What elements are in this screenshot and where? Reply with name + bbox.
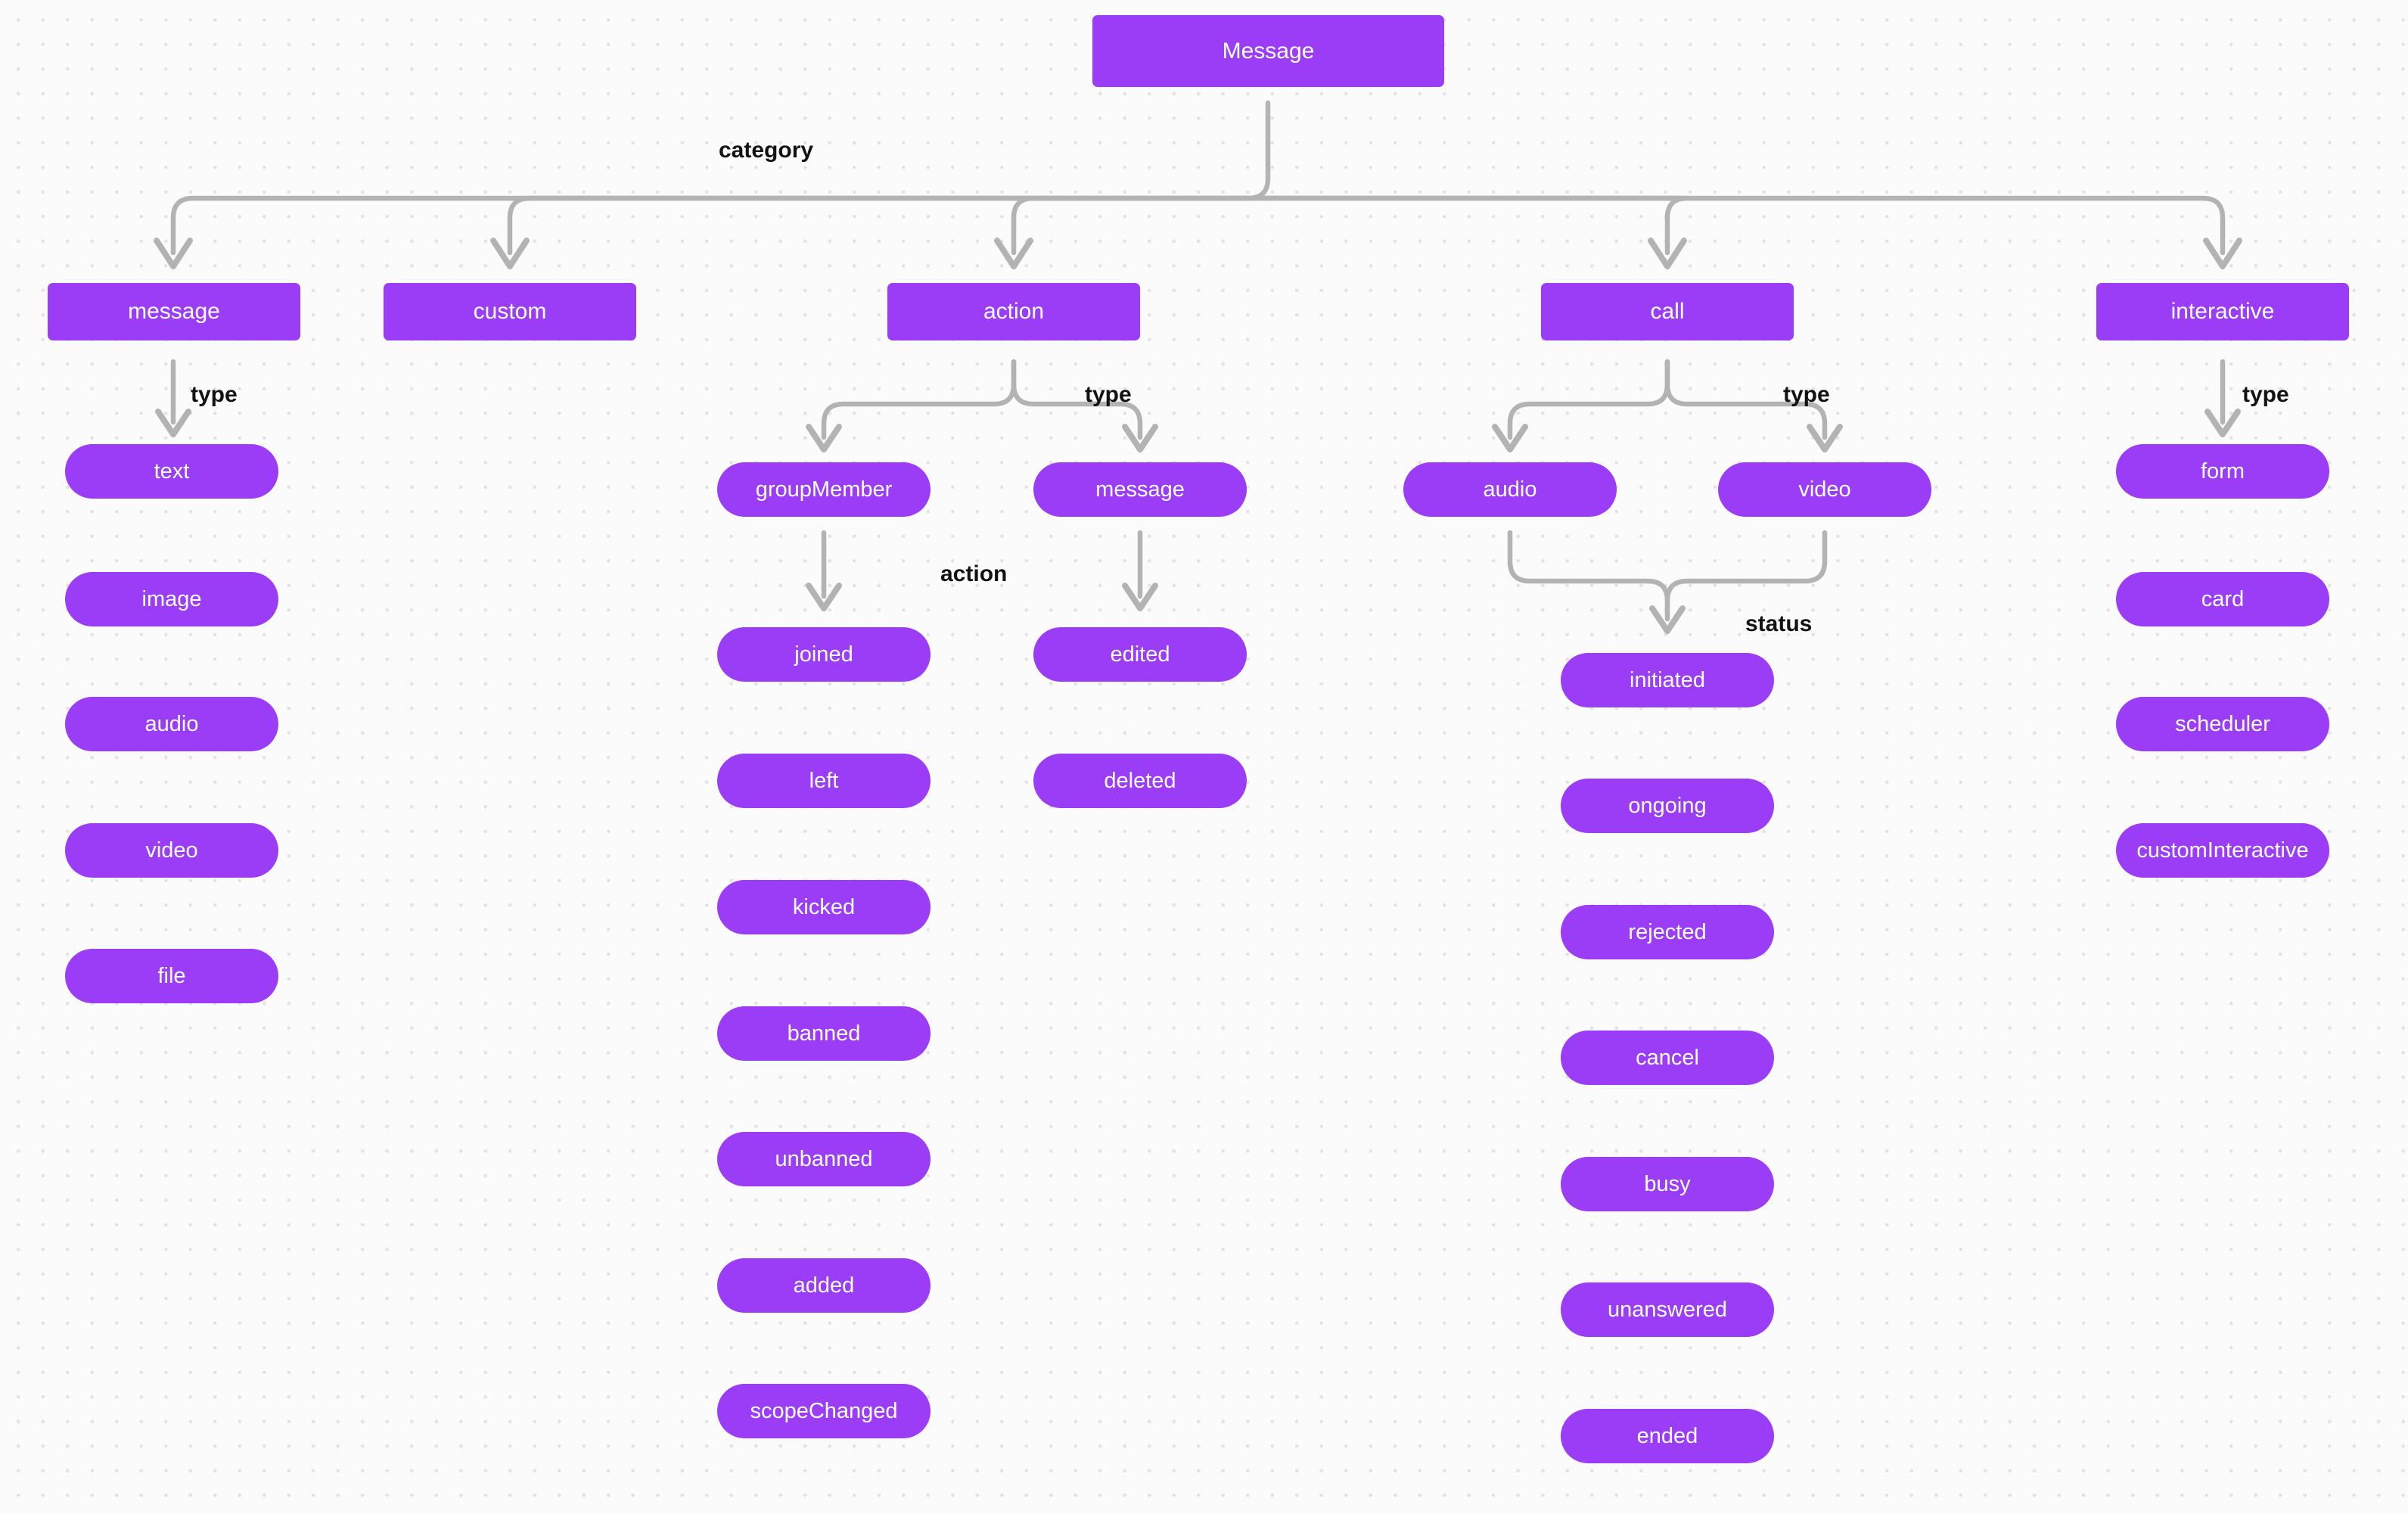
- node-message-type-audio[interactable]: audio: [65, 697, 278, 751]
- node-action-subtype-message[interactable]: message: [1033, 462, 1247, 517]
- node-message-type-text[interactable]: text: [65, 444, 278, 499]
- edge-call-to-audio: [1492, 359, 1670, 452]
- edge-label-action-groupmember: action: [940, 561, 1008, 586]
- edge-bus-to-action: [994, 195, 1271, 269]
- node-interactive-type-scheduler[interactable]: scheduler: [2116, 697, 2329, 751]
- edge-bus-to-interactive: [1265, 195, 2242, 269]
- edge-action-to-groupmember: [806, 359, 1017, 452]
- node-groupmember-action-left[interactable]: left: [717, 754, 931, 808]
- edge-interactive-to-form: [2204, 359, 2241, 437]
- node-groupmember-action-unbanned[interactable]: unbanned: [717, 1132, 931, 1186]
- node-call-status-ongoing[interactable]: ongoing: [1561, 779, 1774, 833]
- edge-label-type-interactive: type: [2242, 382, 2289, 407]
- node-groupmember-action-kicked[interactable]: kicked: [717, 880, 931, 934]
- edge-label-status-call: status: [1745, 611, 1813, 636]
- node-call-status-cancel[interactable]: cancel: [1561, 1031, 1774, 1085]
- node-call-subtype-audio[interactable]: audio: [1403, 462, 1617, 517]
- edge-actionmessage-to-edited: [1122, 530, 1158, 611]
- node-action-subtype-groupmember[interactable]: groupMember: [717, 462, 931, 517]
- edge-root-to-bus: [154, 100, 1271, 269]
- node-call-subtype-video[interactable]: video: [1718, 462, 1931, 517]
- node-groupmember-action-added[interactable]: added: [717, 1258, 931, 1313]
- node-root-message[interactable]: Message: [1092, 15, 1444, 87]
- node-groupmember-action-banned[interactable]: banned: [717, 1006, 931, 1061]
- node-interactive-type-custominteractive[interactable]: customInteractive: [2116, 823, 2329, 878]
- edge-label-type-action: type: [1085, 382, 1132, 407]
- node-category-call[interactable]: call: [1541, 283, 1794, 340]
- node-category-action[interactable]: action: [887, 283, 1140, 340]
- node-message-type-file[interactable]: file: [65, 949, 278, 1003]
- node-category-custom[interactable]: custom: [384, 283, 636, 340]
- node-call-status-busy[interactable]: busy: [1561, 1157, 1774, 1211]
- edge-label-type-call: type: [1783, 382, 1830, 407]
- node-call-status-initiated[interactable]: initiated: [1561, 653, 1774, 707]
- edge-label-type-message: type: [191, 382, 238, 407]
- node-actionmessage-edited[interactable]: edited: [1033, 627, 1247, 682]
- edge-message-to-text: [155, 359, 191, 437]
- node-actionmessage-deleted[interactable]: deleted: [1033, 754, 1247, 808]
- edge-video-to-status: [1664, 530, 1828, 604]
- node-interactive-type-card[interactable]: card: [2116, 572, 2329, 626]
- node-call-status-unanswered[interactable]: unanswered: [1561, 1282, 1774, 1337]
- edge-bus-to-call: [1265, 195, 1690, 269]
- node-category-interactive[interactable]: interactive: [2096, 283, 2349, 340]
- node-message-type-image[interactable]: image: [65, 572, 278, 626]
- node-message-type-video[interactable]: video: [65, 823, 278, 878]
- node-groupmember-action-joined[interactable]: joined: [717, 627, 931, 682]
- edge-groupmember-to-joined: [806, 530, 842, 611]
- node-call-status-rejected[interactable]: rejected: [1561, 905, 1774, 959]
- edge-label-category: category: [719, 138, 814, 163]
- node-interactive-type-form[interactable]: form: [2116, 444, 2329, 499]
- edge-bus-to-custom: [490, 195, 1271, 269]
- node-category-message[interactable]: message: [48, 283, 300, 340]
- node-call-status-ended[interactable]: ended: [1561, 1409, 1774, 1463]
- edge-audio-to-status: [1507, 530, 1686, 634]
- node-groupmember-action-scopechanged[interactable]: scopeChanged: [717, 1384, 931, 1438]
